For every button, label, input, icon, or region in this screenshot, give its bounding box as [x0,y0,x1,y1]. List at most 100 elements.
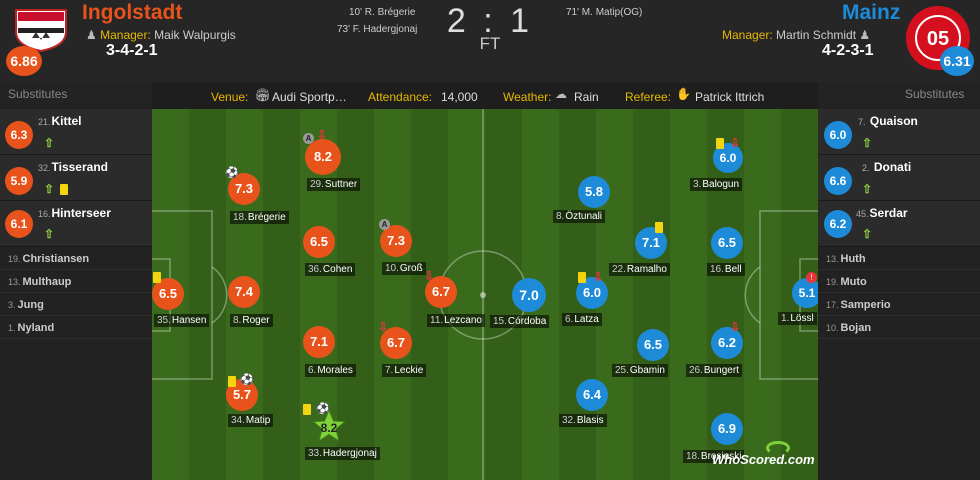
player-name-cohen[interactable]: 36.Cohen [305,263,356,276]
sub-on-icon: ⇧ [44,182,55,196]
list-item[interactable]: 5.9 32.Tisserand ⇧ [0,155,152,201]
player-name-bell[interactable]: 16.Bell [707,263,745,276]
list-item[interactable]: 6.6 2. Donati ⇧ [818,155,980,201]
player-rating-bregerie[interactable]: 7.3 [228,173,260,205]
player-rating-oztunali[interactable]: 5.8 [578,176,610,208]
player-name-lezcano[interactable]: 11.Lezcano [427,314,485,327]
player-name-roger[interactable]: 8.Roger [230,314,273,327]
player-name: Tisserand [51,160,108,174]
player-rating-hadergjonaj[interactable]: 8.2 [320,421,338,435]
player-name-oztunali[interactable]: 8.Öztunali [553,210,606,223]
player-rating-roger[interactable]: 7.4 [228,276,260,308]
player-rating-blasis[interactable]: 6.4 [576,379,608,411]
list-item[interactable]: 3.Jung [0,294,152,316]
player-name-cordoba[interactable]: 15.Córdoba [490,315,550,328]
player-rating-gbamin[interactable]: 6.5 [637,329,669,361]
shirt-number: 17. [826,300,839,310]
player-rating-cohen[interactable]: 6.5 [303,226,335,258]
player-name: Brosinski [700,451,742,462]
shirt-number: 11. [430,315,444,326]
list-item[interactable]: 19.Christiansen [0,248,152,270]
player-name: Lezcano [444,315,482,326]
venue-label: Venue: [211,90,249,104]
sub-on-icon: ⇧ [44,136,55,150]
player-name: Huth [840,253,866,265]
shirt-number: 7. [385,365,394,376]
player-rating: 5.9 [5,167,33,195]
player-name-gbamin[interactable]: 25.Gbamin [612,364,668,377]
player-rating: 6.2 [824,210,852,238]
shirt-number: 3. [693,179,702,190]
shirt-number: 19. [8,254,21,264]
shirt-number: 18. [686,451,700,462]
player-name-morales[interactable]: 6.Morales [305,364,356,377]
sub-on-icon: ⇧ [862,182,873,196]
player-name: Nyland [17,322,55,334]
list-item[interactable]: 6.0 7. Quaison ⇧ [818,109,980,155]
list-item[interactable]: 13.Multhaup [0,271,152,293]
player-rating: 6.3 [5,121,33,149]
player-name-gross[interactable]: 10.Groß [382,262,426,275]
player-name-matip[interactable]: 34.Matip [228,414,274,427]
list-item[interactable]: 6.2 45.Serdar ⇧ [818,201,980,247]
home-goal-2: 73' F. Hadergjonaj [337,24,418,35]
list-item[interactable]: 13.Huth [818,248,980,270]
own-goal-ball-icon: ⚽ [240,374,254,386]
player-name-ramalho[interactable]: 22.Ramalho [609,263,670,276]
stadium-icon: 🏟 [255,88,271,102]
sub-off-icon: ⇩ [378,320,389,334]
list-item[interactable]: 1.Nyland [0,317,152,339]
manager-label: Manager: [100,28,151,42]
yellow-card-icon [303,404,311,415]
player-rating-bell[interactable]: 6.5 [711,227,743,259]
shirt-number: 16. [710,264,724,275]
player-rating-bungert[interactable]: 6.2 [711,327,743,359]
player-name-latza[interactable]: 6.Latza [562,313,602,326]
shirt-number: 16. [38,209,51,219]
player-name: Cohen [322,264,353,275]
player-name-lossl[interactable]: 1.Lössl [778,312,817,325]
player-name-leckie[interactable]: 7.Leckie [382,364,427,377]
away-team-name[interactable]: Mainz [842,1,901,24]
player-name-brosinski[interactable]: 18.Brosinski [683,450,745,463]
player-name-bregerie[interactable]: 18.Brégerie [230,211,289,224]
player-rating-cordoba[interactable]: 7.0 [512,278,546,312]
player-rating-suttner[interactable]: 8.2 [305,139,341,175]
list-item[interactable]: 19.Muto [818,271,980,293]
list-item[interactable]: 6.3 21.Kittel ⇧ [0,109,152,155]
player-rating-leckie[interactable]: 6.7 [380,327,412,359]
player-name: Blasis [576,415,604,426]
home-team-name[interactable]: Ingolstadt [82,1,183,24]
player-name-hadergjonaj[interactable]: 33.Hadergjonaj [305,447,380,460]
list-item[interactable]: 10.Bojan [818,317,980,339]
player-rating-lezcano[interactable]: 6.7 [425,276,457,308]
shirt-number: 1. [781,313,790,324]
watermark-text: WhoScored.com [712,452,815,467]
player-name-hansen[interactable]: 35.Hansen [154,314,210,327]
player-rating-morales[interactable]: 7.1 [303,326,335,358]
player-rating-brosinski[interactable]: 6.9 [711,413,743,445]
shirt-number: 3. [8,300,16,310]
player-name-balogun[interactable]: 3.Balogun [690,178,743,191]
player-rating-ramalho[interactable]: 7.1 [635,227,667,259]
player-name: Öztunali [565,211,603,222]
sub-on-icon: ⇧ [44,227,55,241]
attendance-label: Attendance: [368,90,433,104]
player-rating-gross[interactable]: 7.3 [380,225,412,257]
player-name: Multhaup [22,276,72,288]
player-name: Bell [724,264,742,275]
player-name-blasis[interactable]: 32.Blasis [559,414,607,427]
match-header: 6.86 Ingolstadt ♟ Manager: Maik Walpurgi… [0,0,980,82]
player-name: Balogun [702,179,740,190]
shirt-number: 21. [38,117,51,127]
shirt-number: 34. [231,415,245,426]
player-name-bungert[interactable]: 26.Bungert [686,364,742,377]
list-item[interactable]: 6.1 16.Hinterseer ⇧ [0,201,152,247]
list-item[interactable]: 17.Samperio [818,294,980,316]
away-substitutes-list: 6.0 7. Quaison ⇧ 6.6 2. Donati ⇧ 6.2 45.… [818,109,980,480]
venue-value[interactable]: Audi Sportp… [272,90,347,104]
player-rating-lossl[interactable]: 5.1 [792,278,818,308]
player-rating-hansen[interactable]: 6.5 [152,278,184,310]
sub-player: 2. Donati [862,160,911,174]
player-name-suttner[interactable]: 29.Suttner [307,178,361,191]
